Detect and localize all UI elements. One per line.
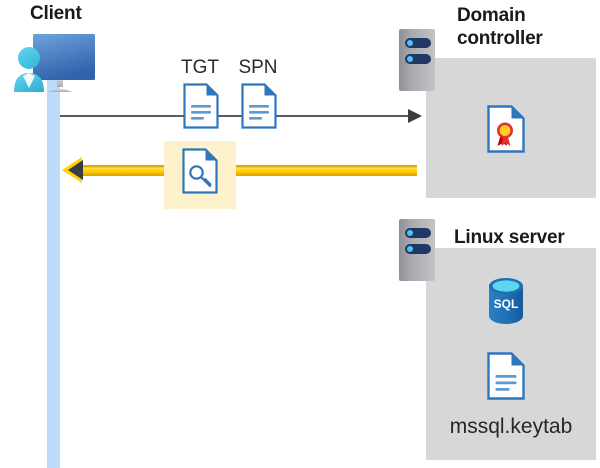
response-arrowhead-icon [68, 160, 83, 180]
document-icon [241, 83, 277, 129]
domain-controller-title-line2: controller [457, 28, 543, 49]
document-key-icon [182, 148, 218, 194]
tgt-label: TGT [181, 57, 219, 78]
rack-led-icon [405, 228, 431, 238]
user-computer-icon [8, 28, 104, 98]
svg-text:SQL: SQL [494, 297, 519, 311]
sql-database-icon: SQL [487, 278, 525, 324]
server-rack-icon [399, 219, 435, 281]
rack-led-icon [405, 54, 431, 64]
rack-led-icon [405, 38, 431, 48]
server-rack-icon [399, 29, 435, 91]
rack-led-icon [405, 244, 431, 254]
response-arrow-line [74, 165, 417, 176]
document-icon [183, 83, 219, 129]
client-lifeline-bar [47, 80, 60, 468]
spn-label: SPN [238, 57, 278, 78]
certificate-document-icon [487, 105, 525, 153]
domain-controller-title: Domain controller [457, 4, 597, 50]
domain-controller-title-line1: Domain [457, 5, 526, 26]
client-title: Client [30, 3, 82, 24]
request-arrow-line [60, 115, 415, 117]
linux-server-title: Linux server [454, 227, 565, 248]
request-arrowhead-icon [408, 109, 422, 123]
keytab-file-label: mssql.keytab [449, 415, 573, 438]
document-icon [487, 352, 525, 400]
